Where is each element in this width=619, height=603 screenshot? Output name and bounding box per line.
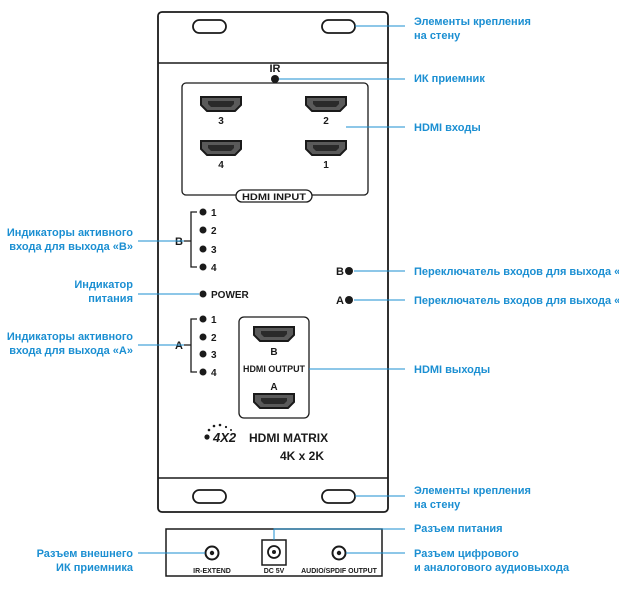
input-port-label-4: 4 (218, 160, 224, 171)
indicator-a2-label: 2 (211, 333, 217, 344)
indicator-b2 (199, 226, 207, 234)
callout-hdmi-outputs: HDMI выходы (414, 364, 490, 376)
callout-wall-mount-top-1: Элементы крепления (414, 16, 531, 28)
callout-wall-mount-top-2: на стену (414, 30, 461, 42)
indicator-b4-label: 4 (211, 263, 217, 274)
callout-indicators-b-2: входа для выхода «B» (9, 241, 133, 253)
group-b-letter: B (175, 236, 183, 248)
brand-name: HDMI MATRIX (249, 431, 328, 445)
switch-a-button (345, 296, 353, 304)
hdmi-input-tag (235, 189, 313, 203)
output-b-label: B (270, 347, 277, 358)
power-label: POWER (211, 290, 250, 301)
leader-lines (138, 25, 405, 554)
audio-spdif-jack-center (336, 550, 342, 556)
callout-audio-out-2: и аналогового аудиовыхода (414, 562, 570, 574)
mount-slot-bottom-left (192, 489, 227, 504)
brand-model: 4X2 (212, 430, 237, 445)
switch-a-letter: A (336, 295, 344, 307)
indicator-b1 (199, 208, 207, 216)
callout-power-indicator-2: питания (88, 293, 133, 305)
ir-label: IR (270, 63, 281, 75)
indicator-a4 (199, 368, 207, 376)
brand-signal-icon (204, 423, 232, 440)
switch-b-button (345, 267, 353, 275)
indicator-a3-label: 3 (211, 350, 217, 361)
group-b-bracket (184, 211, 197, 268)
hdmi-input-port-3 (200, 96, 242, 112)
callout-hdmi-inputs: HDMI входы (414, 122, 481, 134)
mount-slot-top-right (321, 19, 356, 34)
ir-extend-label: IR-EXTEND (193, 568, 231, 575)
input-port-label-1: 1 (323, 160, 329, 171)
callout-indicators-a-2: входа для выхода «A» (9, 345, 133, 357)
hdmi-output-port-b (253, 326, 295, 342)
callout-wall-mount-bottom-2: на стену (414, 499, 461, 511)
indicator-a1-label: 1 (211, 315, 217, 326)
indicator-a1 (199, 315, 207, 323)
callout-switch-b: Переключатель входов для выхода «B» (414, 266, 619, 278)
indicator-a4-label: 4 (211, 368, 217, 379)
callout-power-connector: Разъем питания (414, 523, 503, 535)
callout-ext-ir-1: Разъем внешнего (37, 548, 134, 560)
callout-ir-receiver: ИК приемник (414, 73, 485, 85)
brand-resolution: 4K x 2K (280, 449, 324, 463)
input-port-label-3: 3 (218, 116, 224, 127)
hdmi-input-port-4 (200, 140, 242, 156)
indicator-b4 (199, 263, 207, 271)
hdmi-input-label: HDMI INPUT (242, 192, 307, 202)
input-port-label-2: 2 (323, 116, 329, 127)
indicator-a2 (199, 333, 207, 341)
indicator-a3 (199, 350, 207, 358)
indicator-b2-label: 2 (211, 226, 217, 237)
callout-audio-out-1: Разъем цифрового (414, 548, 519, 560)
power-indicator (199, 290, 207, 298)
callout-indicators-b-1: Индикаторы активного (7, 227, 133, 239)
group-a-bracket (184, 318, 197, 373)
switch-b-letter: B (336, 266, 344, 278)
callout-switch-a: Переключатель входов для выхода «A» (414, 295, 619, 307)
indicator-b3 (199, 245, 207, 253)
dc-5v-label: DC 5V (264, 568, 285, 575)
ir-extend-jack-center (209, 550, 215, 556)
indicator-b1-label: 1 (211, 208, 217, 219)
callout-power-indicator-1: Индикатор (74, 279, 133, 291)
hdmi-output-port-a (253, 393, 295, 409)
audio-spdif-label: AUDIO/SPDIF OUTPUT (301, 568, 378, 575)
dc-jack-center (272, 550, 276, 554)
callout-indicators-a-1: Индикаторы активного (7, 331, 133, 343)
hdmi-output-label: HDMI OUTPUT (243, 364, 305, 375)
mount-slot-top-left (192, 19, 227, 34)
ir-receiver-dot (271, 75, 279, 83)
callout-wall-mount-bottom-1: Элементы крепления (414, 485, 531, 497)
output-a-label: A (270, 382, 277, 393)
indicator-b3-label: 3 (211, 245, 217, 256)
hdmi-output-box (238, 316, 310, 419)
callout-ext-ir-2: ИК приемника (56, 562, 134, 574)
mount-slot-bottom-right (321, 489, 356, 504)
hdmi-input-port-2 (305, 96, 347, 112)
group-a-letter: A (175, 340, 183, 352)
hdmi-input-port-1 (305, 140, 347, 156)
